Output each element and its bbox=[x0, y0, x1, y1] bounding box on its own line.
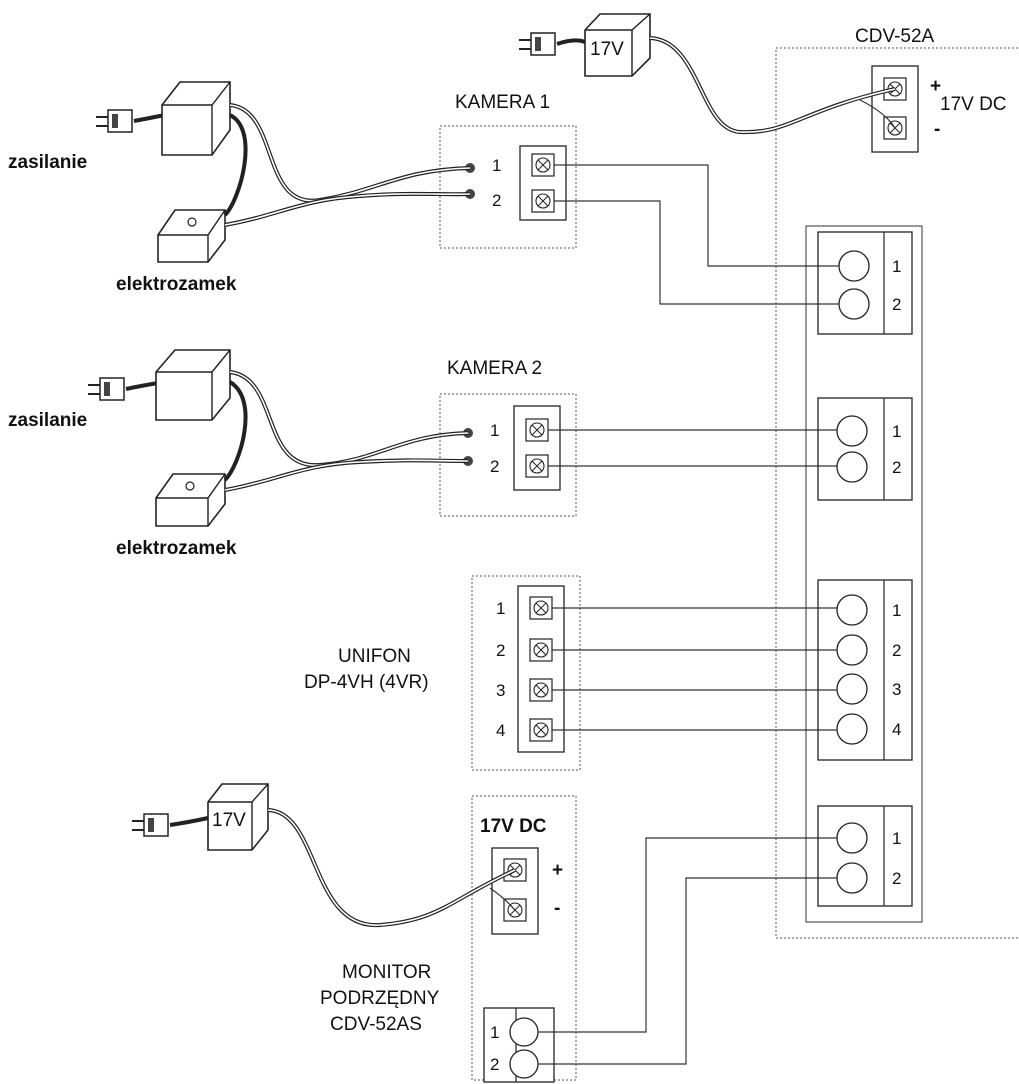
unifon-group: 1 2 3 4 UNIFON DP-4VH (4VR) bbox=[304, 575, 581, 771]
cdv-b4-num1: 1 bbox=[892, 829, 901, 848]
kamera1-elektrozamek bbox=[157, 209, 226, 263]
cdv-minus-sign: - bbox=[934, 119, 940, 140]
kamera2-elektrozamek-label: elektrozamek bbox=[116, 538, 237, 559]
kamera1-num1: 1 bbox=[492, 156, 501, 175]
monitor-num2: 2 bbox=[490, 1055, 499, 1074]
kamera2-psu bbox=[155, 349, 231, 421]
connection-wires bbox=[538, 164, 839, 1065]
monitor-17v-adapter: 17V bbox=[207, 783, 269, 851]
cdv-block-unifon: 1 2 3 4 bbox=[817, 579, 913, 761]
kamera2-num2: 2 bbox=[490, 457, 499, 476]
cdv-52a-unit: CDV-52A + 17V DC - 1 2 1 2 bbox=[775, 26, 1019, 939]
kamera1-psu bbox=[161, 81, 231, 156]
cdv-b3-num1: 1 bbox=[892, 601, 901, 620]
monitor-subtitle: PODRZĘDNY bbox=[320, 988, 440, 1009]
kamera2-elektrozamek bbox=[155, 473, 226, 527]
cdv-b1-num1: 1 bbox=[892, 257, 901, 276]
cdv-b3-num3: 3 bbox=[892, 680, 901, 699]
kamera1-group: KAMERA 1 1 2 zasilanie elektrozamek bbox=[8, 81, 577, 295]
monitor-model: CDV-52AS bbox=[330, 1014, 422, 1035]
kamera2-zasilanie: zasilanie bbox=[8, 410, 87, 431]
cdv-52a-title: CDV-52A bbox=[855, 26, 935, 47]
monitor-adapter-label: 17V bbox=[212, 810, 246, 831]
cdv-plus-sign: + bbox=[930, 76, 941, 97]
monitor-17v-dc-label: 17V DC bbox=[480, 816, 547, 837]
cdv-b2-num2: 2 bbox=[892, 458, 901, 477]
kamera2-group: KAMERA 2 1 2 zasilanie elektrozamek bbox=[8, 349, 577, 559]
cdv-b3-num4: 4 bbox=[892, 720, 901, 739]
unifon-title: UNIFON bbox=[338, 646, 411, 667]
monitor-group: 17V DC + - 1 2 MONITOR PODRZĘDNY CDV-52A… bbox=[131, 783, 577, 1083]
kamera1-title: KAMERA 1 bbox=[455, 92, 550, 113]
top-adapter-label: 17V bbox=[590, 39, 624, 60]
kamera2-num1: 1 bbox=[490, 421, 499, 440]
cdv-b3-num2: 2 bbox=[892, 641, 901, 660]
monitor-minus-sign: - bbox=[554, 898, 560, 919]
unifon-num1: 1 bbox=[496, 599, 505, 618]
unifon-model: DP-4VH (4VR) bbox=[304, 672, 429, 693]
kamera2-title: KAMERA 2 bbox=[447, 358, 542, 379]
cdv-b2-num1: 1 bbox=[892, 422, 901, 441]
monitor-plus-sign: + bbox=[552, 860, 563, 881]
kamera1-zasilanie: zasilanie bbox=[8, 152, 87, 173]
unifon-num2: 2 bbox=[496, 641, 505, 660]
top-17v-adapter: 17V bbox=[518, 13, 896, 135]
cdv-block-monitor: 1 2 bbox=[817, 805, 913, 907]
monitor-num1: 1 bbox=[490, 1023, 499, 1042]
monitor-title: MONITOR bbox=[342, 962, 431, 983]
unifon-num3: 3 bbox=[496, 681, 505, 700]
cdv-connector-strip bbox=[805, 225, 923, 923]
cdv-17v-dc-label: 17V DC bbox=[940, 94, 1007, 115]
unifon-num4: 4 bbox=[496, 721, 505, 740]
kamera1-elektrozamek-label: elektrozamek bbox=[116, 274, 237, 295]
cdv-b1-num2: 2 bbox=[892, 295, 901, 314]
cdv-power-terminal: + 17V DC - bbox=[871, 65, 1007, 153]
cdv-b4-num2: 2 bbox=[892, 869, 901, 888]
kamera1-num2: 2 bbox=[492, 191, 501, 210]
cdv-block-camera1: 1 2 bbox=[817, 231, 913, 335]
cdv-block-camera2: 1 2 bbox=[817, 397, 913, 501]
